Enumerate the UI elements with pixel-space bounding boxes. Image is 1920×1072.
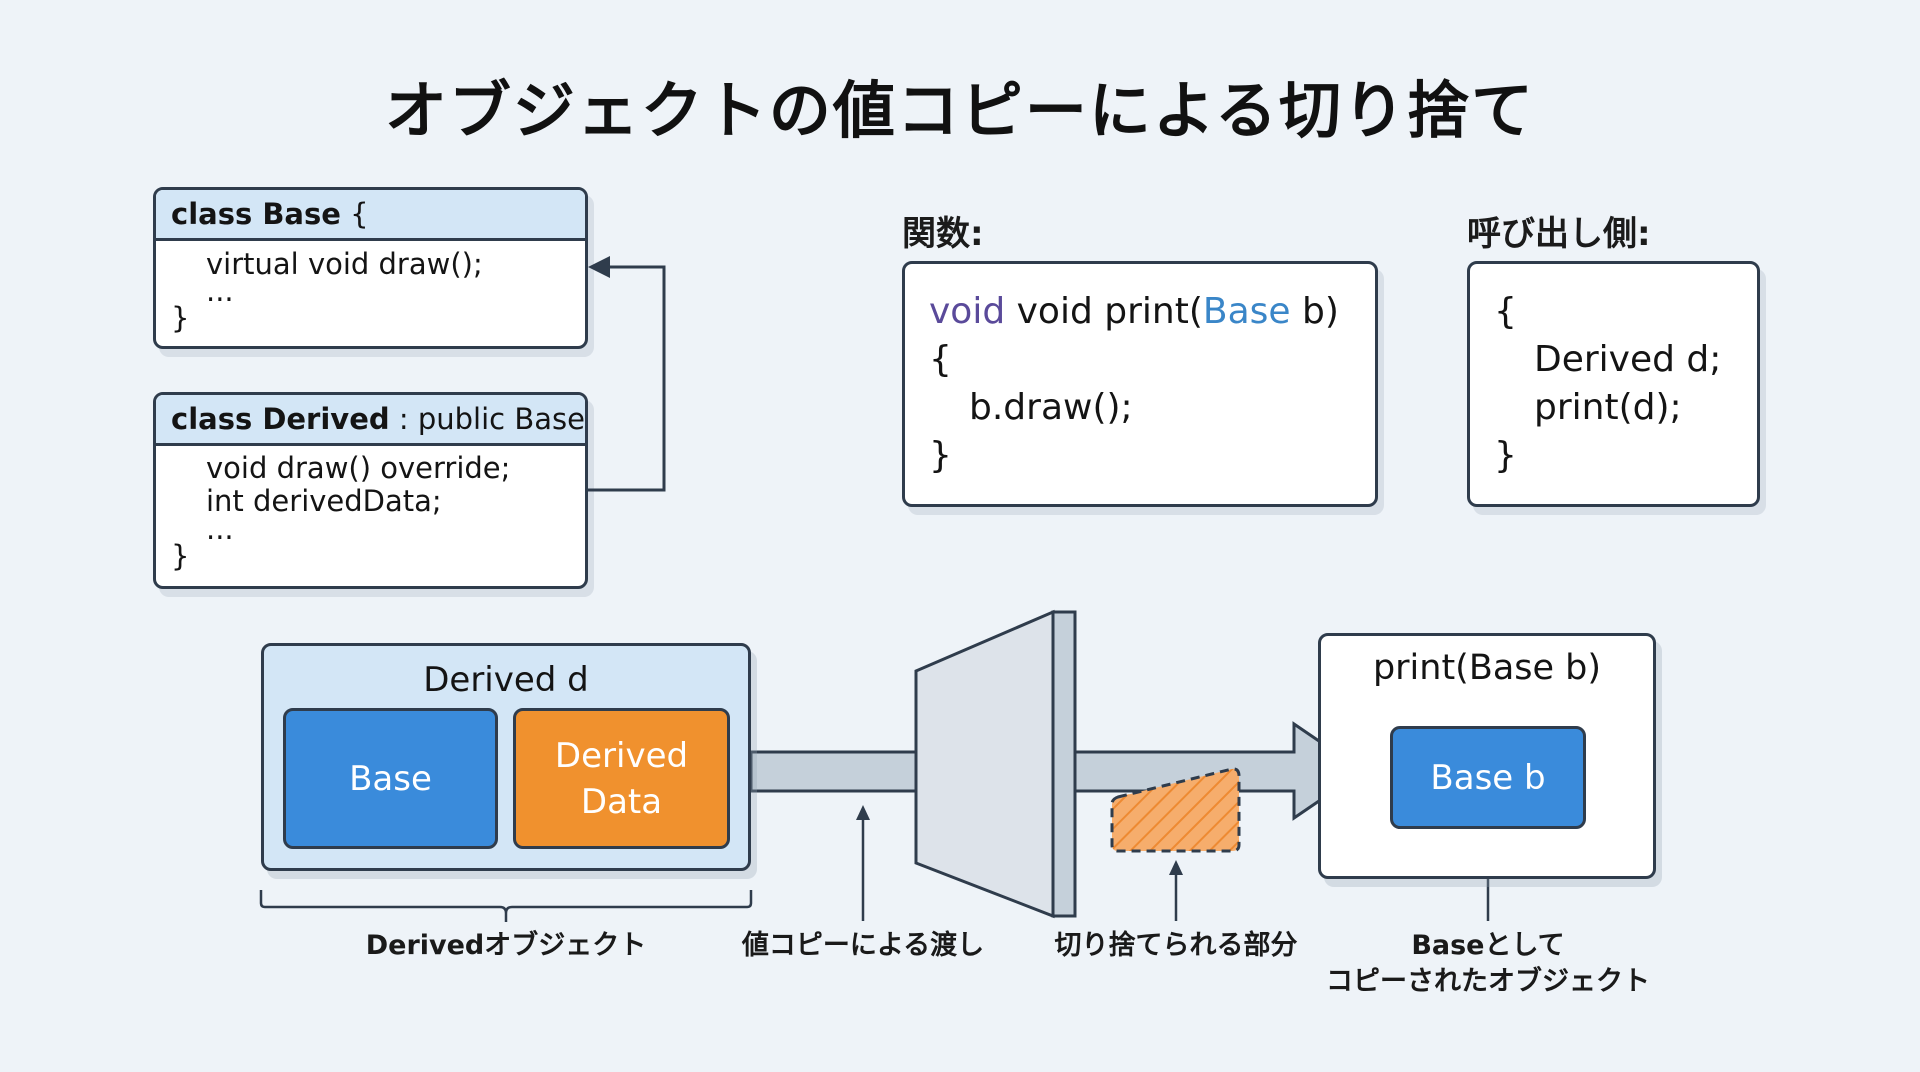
caller-code-box: { Derived d; print(d); }: [1467, 261, 1760, 507]
caption-copied-line1: Baseとして: [1411, 930, 1565, 961]
code-line: ...: [206, 512, 234, 546]
code-line: }: [929, 435, 952, 476]
code-line: }: [171, 301, 190, 335]
derived-object-title: Derived d: [423, 660, 589, 700]
code-line: }: [171, 539, 190, 573]
derived-data-label-line2: Data: [580, 781, 663, 822]
code-line: void draw() override;: [206, 451, 511, 485]
class-derived-box: class Derived : public Base { void draw(…: [153, 392, 588, 589]
base-b-block: Base b: [1390, 726, 1586, 829]
slicing-filter-edge: [1051, 610, 1077, 918]
caption-derived-object: Derivedオブジェクト: [365, 930, 647, 961]
caption-copied-object: Baseとして コピーされたオブジェクト: [1298, 928, 1678, 1000]
class-base-header: class Base {: [156, 190, 585, 241]
base-b-label: Base b: [1430, 757, 1546, 798]
keyword-void: void: [929, 291, 1006, 332]
type-base: Base: [1202, 291, 1291, 332]
class-derived-header: class Derived : public Base {: [156, 395, 585, 446]
arrow-up-icon: [1169, 860, 1183, 875]
function-label: 関数:: [902, 214, 984, 254]
code-line: print(d);: [1534, 387, 1682, 428]
function-code-box: void void print(Base b) { b.draw(); }: [902, 261, 1378, 507]
inheritance-arrowhead-icon: [588, 256, 610, 278]
class-derived-inheritance: : public Base {: [398, 402, 585, 436]
class-base-brace: {: [340, 197, 369, 231]
code-line: virtual void draw();: [206, 247, 483, 281]
code-line: b.draw();: [969, 387, 1133, 428]
code-line: {: [929, 339, 952, 380]
class-base-keyword: class Base: [171, 197, 341, 231]
code-line: ...: [206, 274, 234, 308]
print-function-title: print(Base b): [1372, 648, 1602, 688]
sliced-part: [1110, 767, 1241, 853]
inheritance-connector: [588, 265, 666, 492]
page-title: オブジェクトの値コピーによる切り捨て: [384, 74, 1536, 147]
class-base-body: virtual void draw(); ... }: [156, 241, 585, 335]
derived-data-label-line1: Derived: [554, 735, 689, 776]
derived-object: Derived d Base Derived Data: [261, 643, 751, 871]
slicing-filter: [914, 609, 1055, 919]
code-line: }: [1494, 435, 1517, 476]
base-part-label: Base: [349, 758, 432, 799]
caption-copied-line2: コピーされたオブジェクト: [1326, 966, 1650, 997]
arrow-up-icon: [856, 805, 870, 820]
caller-label: 呼び出し側:: [1467, 214, 1651, 254]
caption-pass-by-value: 値コピーによる渡し: [741, 930, 985, 961]
code-line: Derived d;: [1534, 339, 1722, 380]
code-line: int derivedData;: [206, 484, 442, 518]
code-text: b): [1290, 291, 1339, 332]
base-part-block: Base: [283, 708, 498, 849]
class-derived-keyword: class Derived: [171, 402, 390, 436]
code-line: void void print(Base b): [929, 288, 1375, 336]
code-line: {: [1494, 291, 1517, 332]
code-text: void print(: [1005, 291, 1203, 332]
class-derived-body: void draw() override; int derivedData; .…: [156, 446, 585, 573]
caption-sliced-part: 切り捨てられる部分: [1054, 930, 1298, 961]
derived-object-brace: [259, 890, 753, 922]
derived-data-block: Derived Data: [513, 708, 730, 849]
class-base-box: class Base { virtual void draw(); ... }: [153, 187, 588, 349]
print-function-box: print(Base b) Base b: [1318, 633, 1656, 879]
